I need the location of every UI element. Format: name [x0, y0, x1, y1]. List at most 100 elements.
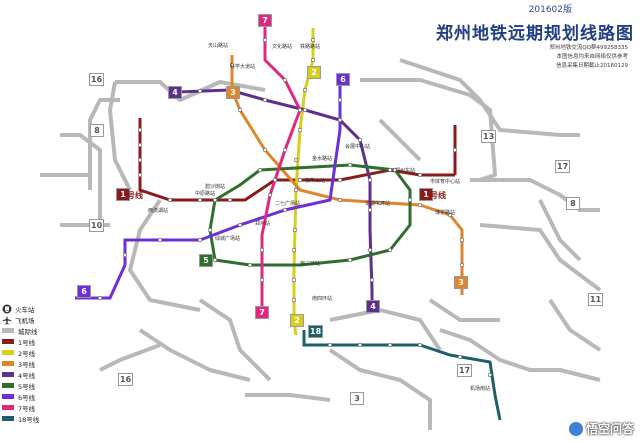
- station-dot: [272, 177, 278, 183]
- station-dot: [327, 342, 333, 348]
- legend-label: 3号线: [18, 360, 36, 369]
- station-dot: [293, 157, 299, 163]
- legend-swatch: [2, 405, 14, 410]
- station-dot: [387, 342, 393, 348]
- legend-label: 7号线: [18, 404, 36, 413]
- station-label: 天山路站: [208, 42, 228, 49]
- station-dot: [417, 202, 423, 208]
- legend-swatch: [2, 383, 14, 388]
- legend-label: 6号线: [18, 393, 36, 402]
- station-dot: [291, 277, 297, 283]
- map-title: 郑州地铁远期规划线路图: [436, 24, 634, 44]
- station-label: 南三环站: [300, 260, 320, 267]
- map-note: 信息采集日期截止20160129: [556, 63, 628, 69]
- station-dot: [377, 200, 383, 206]
- line-badge: 11: [588, 293, 604, 306]
- line-badge: 18: [308, 325, 324, 338]
- line-18-path: [302, 330, 502, 421]
- station-dot: [137, 172, 143, 178]
- line-badge: 17: [457, 364, 473, 377]
- station-dot: [247, 262, 253, 268]
- legend-swatch: [2, 372, 14, 377]
- station-dot: [282, 147, 288, 153]
- line-badge: 1: [116, 188, 130, 201]
- legend-row-line: 5号线: [2, 380, 66, 391]
- line-badge: 5: [199, 254, 213, 267]
- station-dot: [452, 147, 458, 153]
- line-badge: 3: [454, 276, 468, 289]
- station-dot: [417, 342, 423, 348]
- legend-row-line: 城际线: [2, 325, 66, 336]
- station-dot: [310, 37, 316, 43]
- station-dot: [337, 177, 343, 183]
- legend-label: 2号线: [18, 349, 36, 358]
- station-dot: [387, 247, 393, 253]
- station-dots: [97, 37, 493, 378]
- line-5-path: [208, 163, 412, 267]
- station-dot: [137, 127, 143, 133]
- station-dot: [337, 97, 343, 103]
- station-dot: [212, 197, 218, 203]
- station-dot: [367, 177, 373, 183]
- station-dot: [407, 197, 413, 203]
- station-dot: [212, 257, 218, 263]
- line-badge: 7: [258, 14, 272, 27]
- station-dot: [337, 117, 343, 123]
- legend-label: 城际线: [18, 327, 38, 336]
- station-label: 二七广场站: [275, 200, 300, 207]
- station-label: 文化路站: [272, 43, 292, 50]
- line-badge: 2: [307, 66, 321, 79]
- station-dot: [310, 57, 316, 63]
- station-dot: [347, 257, 353, 263]
- legend-label: 1号线: [18, 338, 36, 347]
- watermark: 悟空问答: [568, 420, 634, 437]
- station-dot: [267, 192, 273, 198]
- legend-label: 飞机场: [15, 316, 35, 325]
- line-badge: 16: [89, 73, 105, 86]
- station-label: 铁路路站: [300, 43, 320, 50]
- line-badge: 3: [226, 86, 240, 99]
- title-block: 201602版 郑州地铁远期规划线路图 郑州地铁交流QQ群499258335 本…: [436, 2, 634, 71]
- train-station-icon: [2, 304, 12, 314]
- station-dot: [293, 187, 299, 193]
- station-label: 绿城广场站: [215, 235, 240, 242]
- legend-swatch: [2, 416, 14, 421]
- intercity-lines: [40, 58, 602, 430]
- station-dot: [357, 342, 363, 348]
- legend-label: 4号线: [18, 371, 36, 380]
- station-label: 紫荆山站: [305, 177, 325, 184]
- line-badge: 10: [89, 219, 105, 232]
- line-3-path: [230, 55, 464, 295]
- station-dot: [302, 87, 308, 93]
- map-version: 201602版: [528, 5, 572, 15]
- legend-label: 5号线: [18, 382, 36, 391]
- station-dot: [297, 177, 303, 183]
- airport-icon: [2, 315, 12, 325]
- line-badge: 7: [255, 306, 269, 319]
- legend-row-line: 4号线: [2, 369, 66, 380]
- line-badge: 13: [481, 130, 497, 143]
- line-badge: 2: [290, 314, 304, 327]
- line-badge: 4: [366, 300, 380, 313]
- station-dot: [357, 137, 363, 143]
- legend-swatch: [2, 361, 14, 366]
- watermark-text: 悟空问答: [585, 422, 634, 436]
- station-label: 西流湖站: [148, 207, 168, 214]
- station-label: 金水路站: [312, 155, 332, 162]
- station-dot: [167, 197, 173, 203]
- station-dot: [282, 77, 288, 83]
- station-dot: [259, 247, 265, 253]
- station-dot: [197, 197, 203, 203]
- legend-label: 火车站: [15, 305, 35, 314]
- station-dot: [297, 107, 303, 113]
- station-label: 会展中心站: [345, 143, 370, 150]
- station-label: 南四环站: [312, 295, 332, 302]
- legend-row-line: 18号线: [2, 413, 66, 424]
- station-dot: [302, 107, 308, 113]
- station-dot: [367, 207, 373, 213]
- line-4-path: [177, 88, 374, 305]
- legend-row-line: 1号线: [2, 336, 66, 347]
- station-dot: [227, 197, 233, 203]
